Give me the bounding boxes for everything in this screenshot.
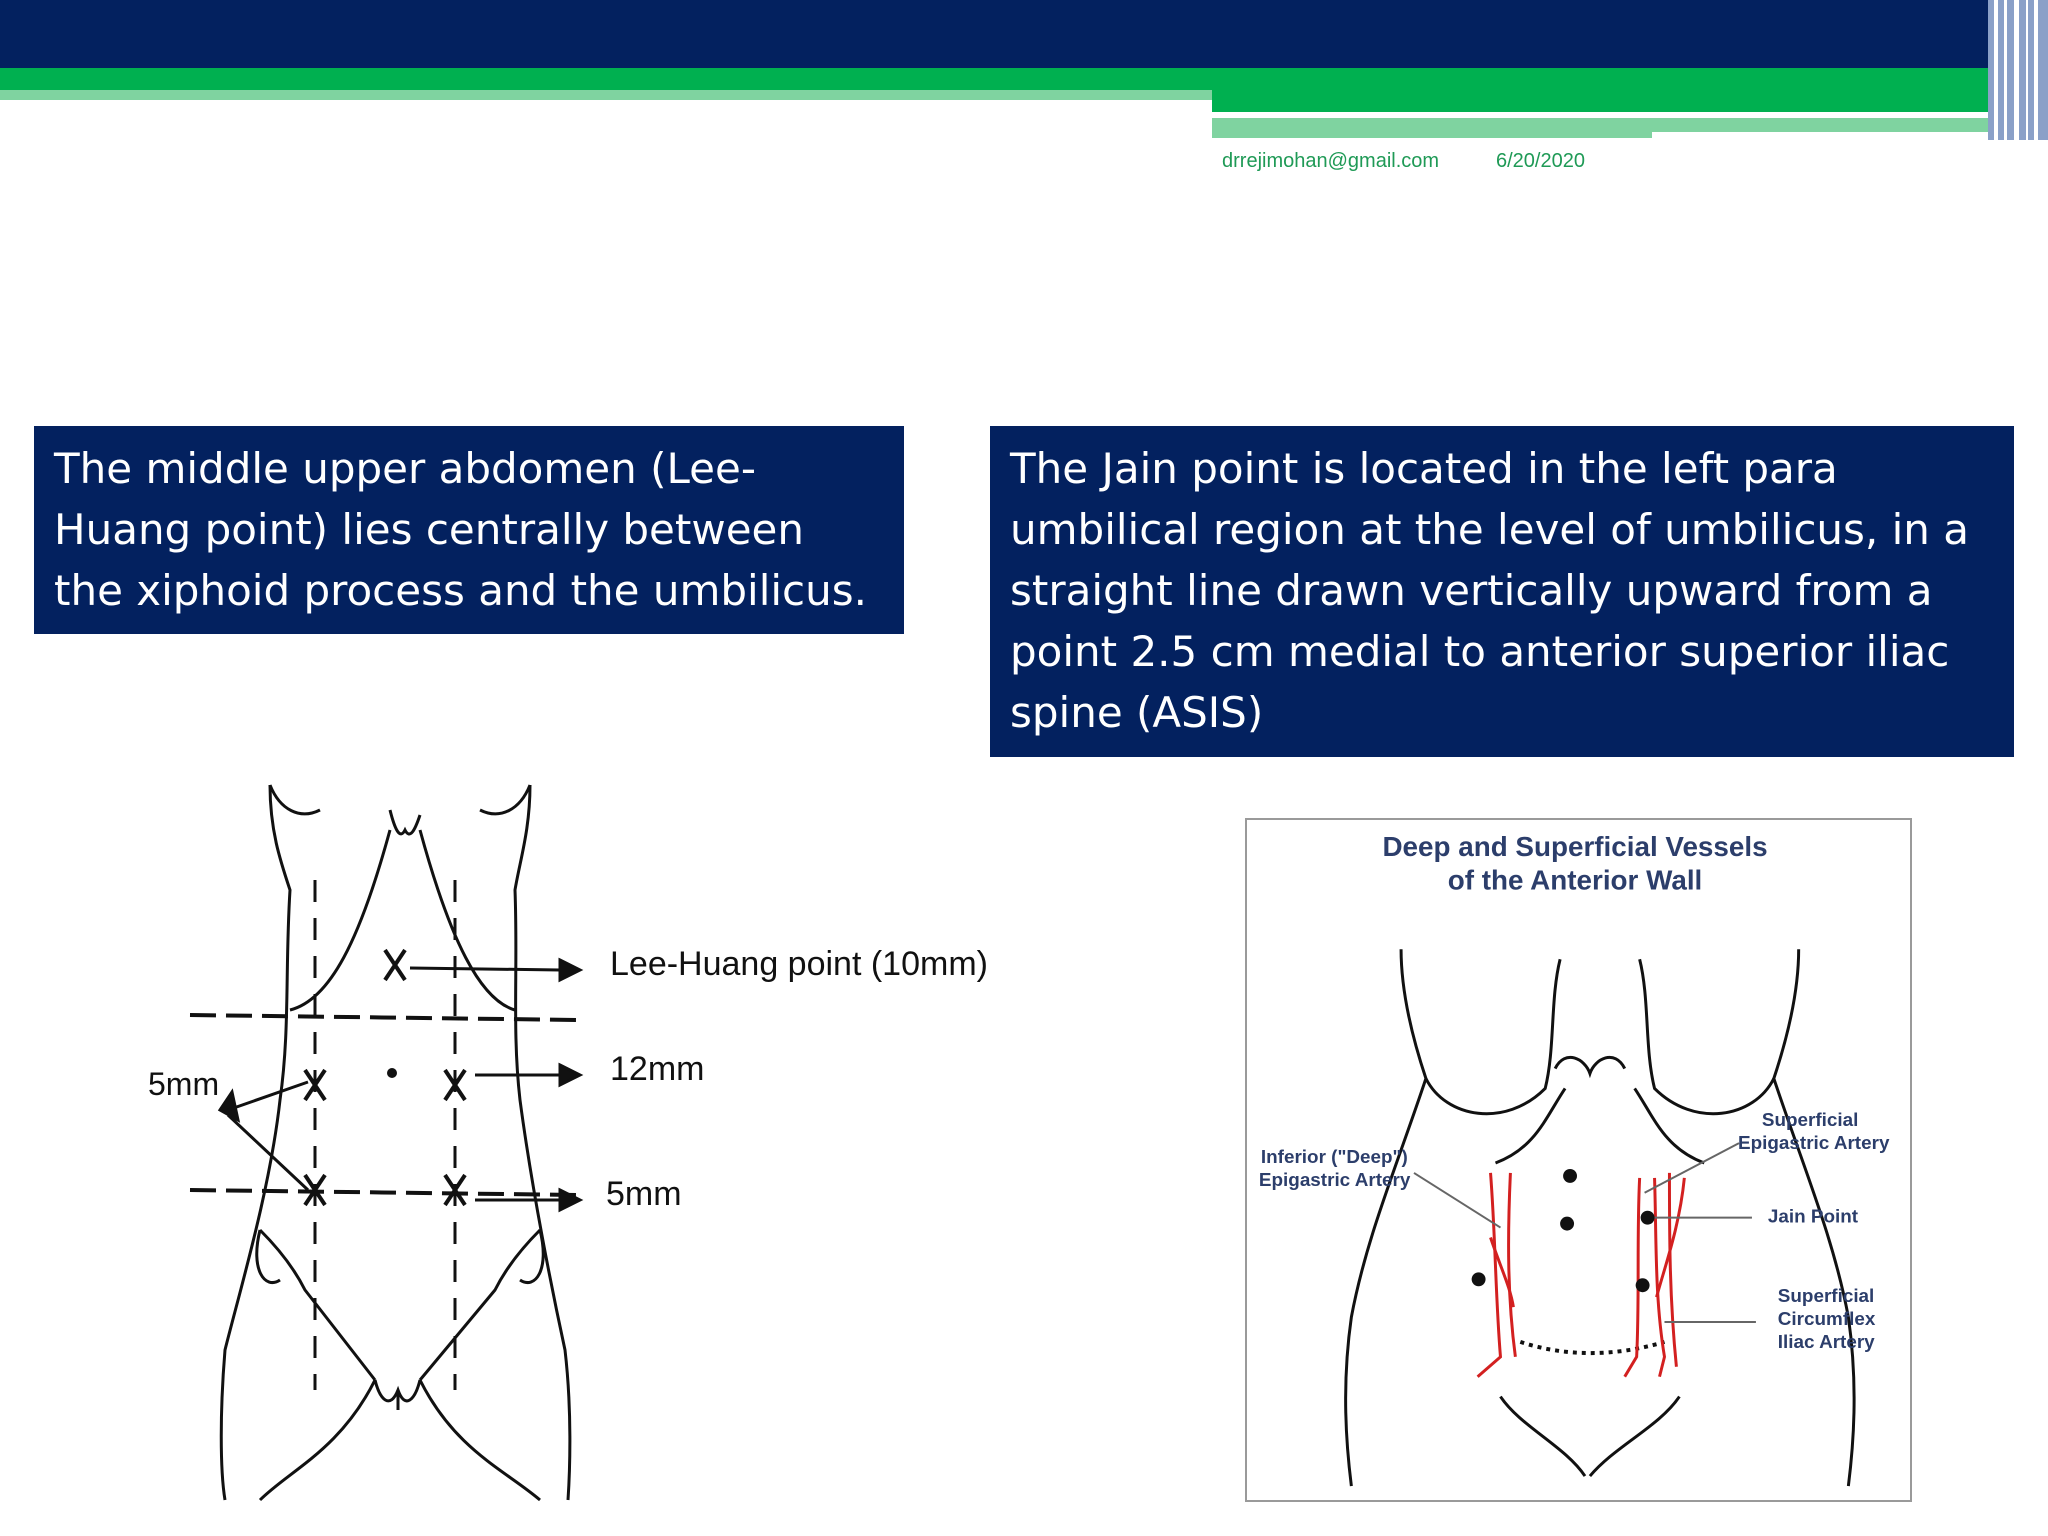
header-green-band <box>0 68 2048 90</box>
lee-huang-description: The middle upper abdomen (Lee-Huang poin… <box>34 426 904 634</box>
footer-email: drrejimohan@gmail.com <box>1222 150 1440 172</box>
label-superficial-epi-line2: Epigastric Artery <box>1738 1133 1890 1154</box>
label-inferior-line1: Inferior ("Deep") <box>1261 1147 1408 1168</box>
vessels-diagram: Deep and Superficial Vessels of the Ante… <box>1245 818 1912 1502</box>
header-light-green-band <box>0 90 1212 100</box>
vessels-title-line1: Deep and Superficial Vessels <box>1382 831 1767 862</box>
label-circumflex-line1: Superficial <box>1778 1286 1875 1307</box>
jain-point-description: The Jain point is located in the left pa… <box>990 426 2014 757</box>
header-light-green-band-right <box>1212 118 1652 138</box>
header-navy-band <box>0 0 2048 68</box>
label-12mm: 12mm <box>610 1050 704 1088</box>
label-jain-point: Jain Point <box>1768 1207 1859 1228</box>
label-lee-huang-point: Lee-Huang point (10mm) <box>610 945 988 983</box>
lee-huang-diagram: Lee-Huang point (10mm) 12mm 5mm 5mm <box>148 784 988 1502</box>
footer-date: 6/20/2020 <box>1496 150 1585 172</box>
header-white-rule <box>1212 112 1896 118</box>
label-5mm-left: 5mm <box>148 1066 219 1102</box>
label-5mm-right: 5mm <box>606 1175 682 1213</box>
header-green-band-right <box>1212 90 2048 112</box>
corner-stripes <box>1988 0 2048 140</box>
header-light-green-band-end <box>1652 118 2012 132</box>
vessels-title-line2: of the Anterior Wall <box>1448 865 1703 896</box>
label-circumflex-line3: Iliac Artery <box>1778 1332 1875 1353</box>
label-inferior-line2: Epigastric Artery <box>1259 1170 1411 1191</box>
label-superficial-epi-line1: Superficial <box>1762 1110 1859 1131</box>
label-circumflex-line2: Circumflex <box>1778 1309 1876 1330</box>
